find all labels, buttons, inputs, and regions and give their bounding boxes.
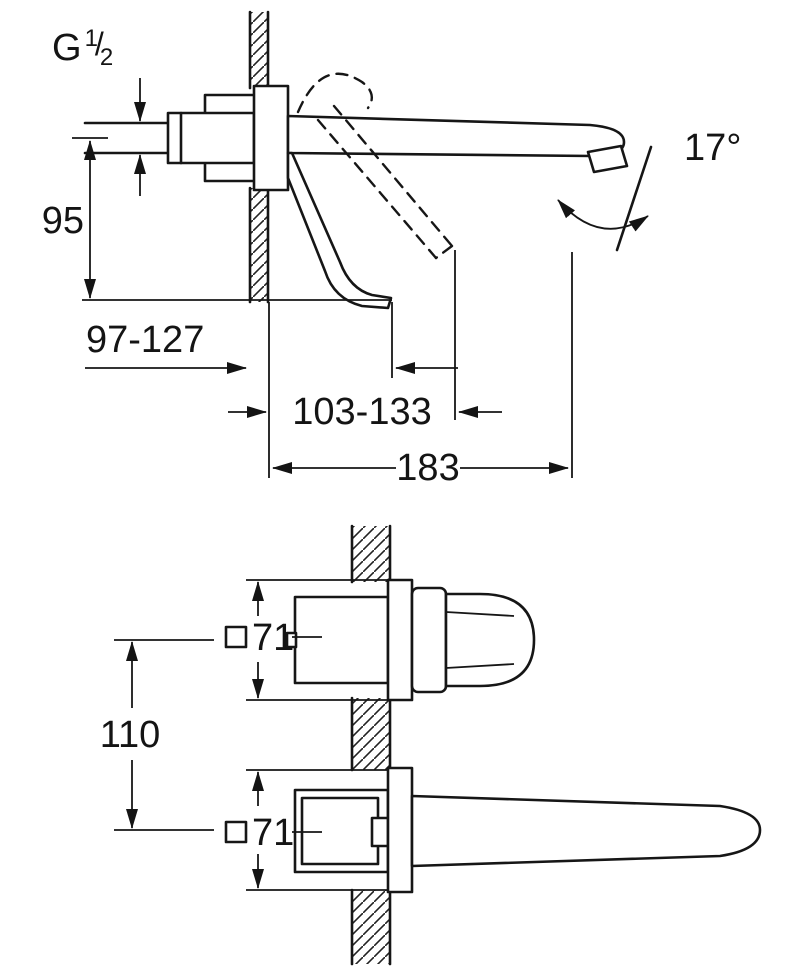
dim-95: 95 bbox=[42, 137, 392, 301]
thread-denominator: 2 bbox=[100, 44, 113, 71]
dim-angle-label: 17° bbox=[684, 127, 741, 169]
handle-collar bbox=[410, 586, 448, 694]
spout-connector bbox=[370, 816, 390, 848]
dim-71-bottom-label: 71 bbox=[252, 812, 294, 854]
wall-hatch-3 bbox=[352, 890, 390, 964]
wall-hatch-1 bbox=[352, 526, 390, 582]
handle-knob bbox=[444, 592, 536, 688]
spout-unit-plan bbox=[293, 766, 762, 894]
angle-indicator bbox=[557, 145, 653, 252]
thread-slash: / bbox=[95, 26, 104, 62]
wall-hatch-upper bbox=[250, 12, 268, 88]
concealed-body bbox=[83, 93, 256, 183]
dim-97-127-label: 97-127 bbox=[86, 319, 204, 361]
handle-concealed-body bbox=[293, 595, 390, 685]
dim-183: 183 bbox=[272, 447, 569, 489]
wall-section-side bbox=[248, 10, 270, 304]
body-nub bbox=[285, 631, 298, 649]
square-section-icon bbox=[224, 820, 248, 844]
dim-183-label: 183 bbox=[396, 447, 459, 489]
dim-103-133: 103-133 bbox=[228, 391, 502, 433]
dim-110-label: 110 bbox=[100, 714, 161, 756]
dim-103-133-label: 103-133 bbox=[292, 391, 431, 433]
lever-handle-side bbox=[286, 151, 393, 310]
wall-hatch-2 bbox=[352, 698, 390, 770]
dim-71-top: 71 bbox=[224, 579, 388, 701]
wall-section-plan bbox=[350, 524, 392, 966]
dim-110: 110 bbox=[100, 639, 214, 831]
spout-plan bbox=[410, 794, 762, 868]
handle-dashed-position bbox=[296, 72, 454, 260]
spout-escutcheon bbox=[386, 766, 414, 894]
wall-hatch-lower bbox=[250, 188, 268, 302]
thread-base: G bbox=[52, 27, 82, 69]
dim-97-127: 97-127 bbox=[85, 319, 458, 374]
square-section-icon bbox=[224, 625, 248, 649]
plan-view: 71 110 71 bbox=[100, 524, 762, 966]
aerator bbox=[586, 144, 629, 174]
dim-95-label: 95 bbox=[42, 200, 84, 242]
handle-escutcheon bbox=[386, 578, 414, 702]
dim-71-top-label: 71 bbox=[252, 617, 294, 659]
dim-71-bottom: 71 bbox=[224, 769, 388, 891]
spout-side bbox=[286, 114, 626, 158]
handle-unit-plan bbox=[285, 578, 536, 702]
escutcheon-side bbox=[252, 84, 290, 192]
thread-numerator: 1 bbox=[85, 25, 98, 52]
